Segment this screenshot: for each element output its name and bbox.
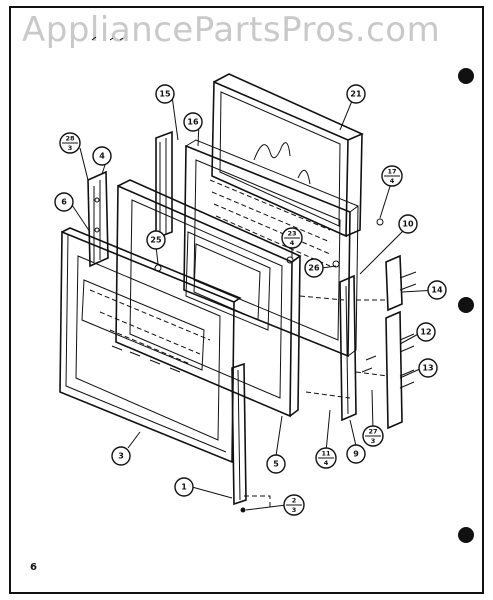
callout-4: 4 — [92, 146, 112, 166]
callout-16-label: 16 — [187, 118, 199, 127]
callout-23-bottom: 4 — [290, 239, 295, 247]
callout-13: 13 — [418, 358, 438, 378]
callout-4-label: 4 — [99, 152, 105, 161]
callout-15-label: 15 — [159, 90, 171, 99]
callout-2-top: 2 — [292, 497, 297, 505]
callout-12: 12 — [416, 322, 436, 342]
page-number: 6 — [30, 562, 37, 573]
callout-25-label: 25 — [150, 236, 162, 245]
callout-17-bottom: 4 — [390, 177, 395, 185]
callout-28-top: 28 — [65, 135, 75, 143]
page-border — [9, 6, 484, 594]
callout-27-bottom: 3 — [371, 437, 376, 445]
callout-10-label: 10 — [402, 220, 414, 229]
watermark: AppliancePartsPros.com — [22, 10, 441, 50]
callout-27-top: 27 — [368, 428, 377, 436]
part-9-latch — [339, 274, 357, 422]
callout-25: 25 — [146, 230, 166, 250]
callout-14: 14 — [427, 280, 447, 300]
part-1-handle — [231, 362, 247, 506]
callout-15: 15 — [155, 84, 175, 104]
callout-12-label: 12 — [420, 328, 431, 337]
vent-dots — [209, 179, 331, 267]
screws — [154, 218, 384, 513]
part-inner-frame — [115, 179, 302, 418]
callout-6-label: 6 — [61, 198, 67, 207]
assembly-lines — [244, 295, 389, 508]
callout-23-top: 23 — [287, 230, 296, 238]
callout-11-4: 11 4 — [315, 447, 337, 469]
callout-3-label: 3 — [118, 452, 124, 461]
callout-3: 3 — [111, 446, 131, 466]
callout-17-4: 17 4 — [381, 165, 403, 187]
part-screen-frame — [183, 139, 360, 358]
callout-23-4: 23 4 — [281, 227, 303, 249]
callout-14-label: 14 — [431, 286, 443, 295]
part-4-bracket — [87, 170, 109, 268]
callout-10: 10 — [398, 214, 418, 234]
callout-26-label: 26 — [308, 264, 320, 273]
callout-17-top: 17 — [387, 168, 396, 176]
part-12-13-hinge — [385, 310, 415, 430]
part-14-hinge — [385, 254, 417, 312]
header-marks — [91, 36, 124, 41]
callout-1-label: 1 — [181, 483, 187, 492]
callout-21-label: 21 — [350, 90, 362, 99]
callout-9: 9 — [346, 444, 366, 464]
part-outer-glass — [211, 73, 364, 238]
part-15-strip — [155, 130, 173, 240]
callout-27-3: 27 3 — [362, 425, 384, 447]
callout-21: 21 — [346, 84, 366, 104]
callout-13-label: 13 — [422, 364, 433, 373]
callout-11-top: 11 — [321, 450, 331, 458]
part-front-door — [59, 227, 242, 464]
callout-28-3: 28 3 — [59, 132, 81, 154]
callout-26: 26 — [304, 258, 324, 278]
callout-11-bottom: 4 — [324, 459, 329, 467]
callout-16: 16 — [183, 112, 203, 132]
callout-5-label: 5 — [273, 460, 279, 469]
registration-dot-top — [458, 68, 474, 84]
callout-1: 1 — [174, 477, 194, 497]
callout-9-label: 9 — [353, 450, 359, 459]
callout-28-bottom: 3 — [68, 144, 73, 152]
callout-6: 6 — [54, 192, 74, 212]
registration-dot-bottom — [458, 527, 474, 543]
callout-2-bottom: 3 — [292, 506, 297, 514]
callout-5: 5 — [266, 454, 286, 474]
callout-2-3: 2 3 — [283, 494, 305, 516]
registration-dot-middle — [458, 297, 474, 313]
